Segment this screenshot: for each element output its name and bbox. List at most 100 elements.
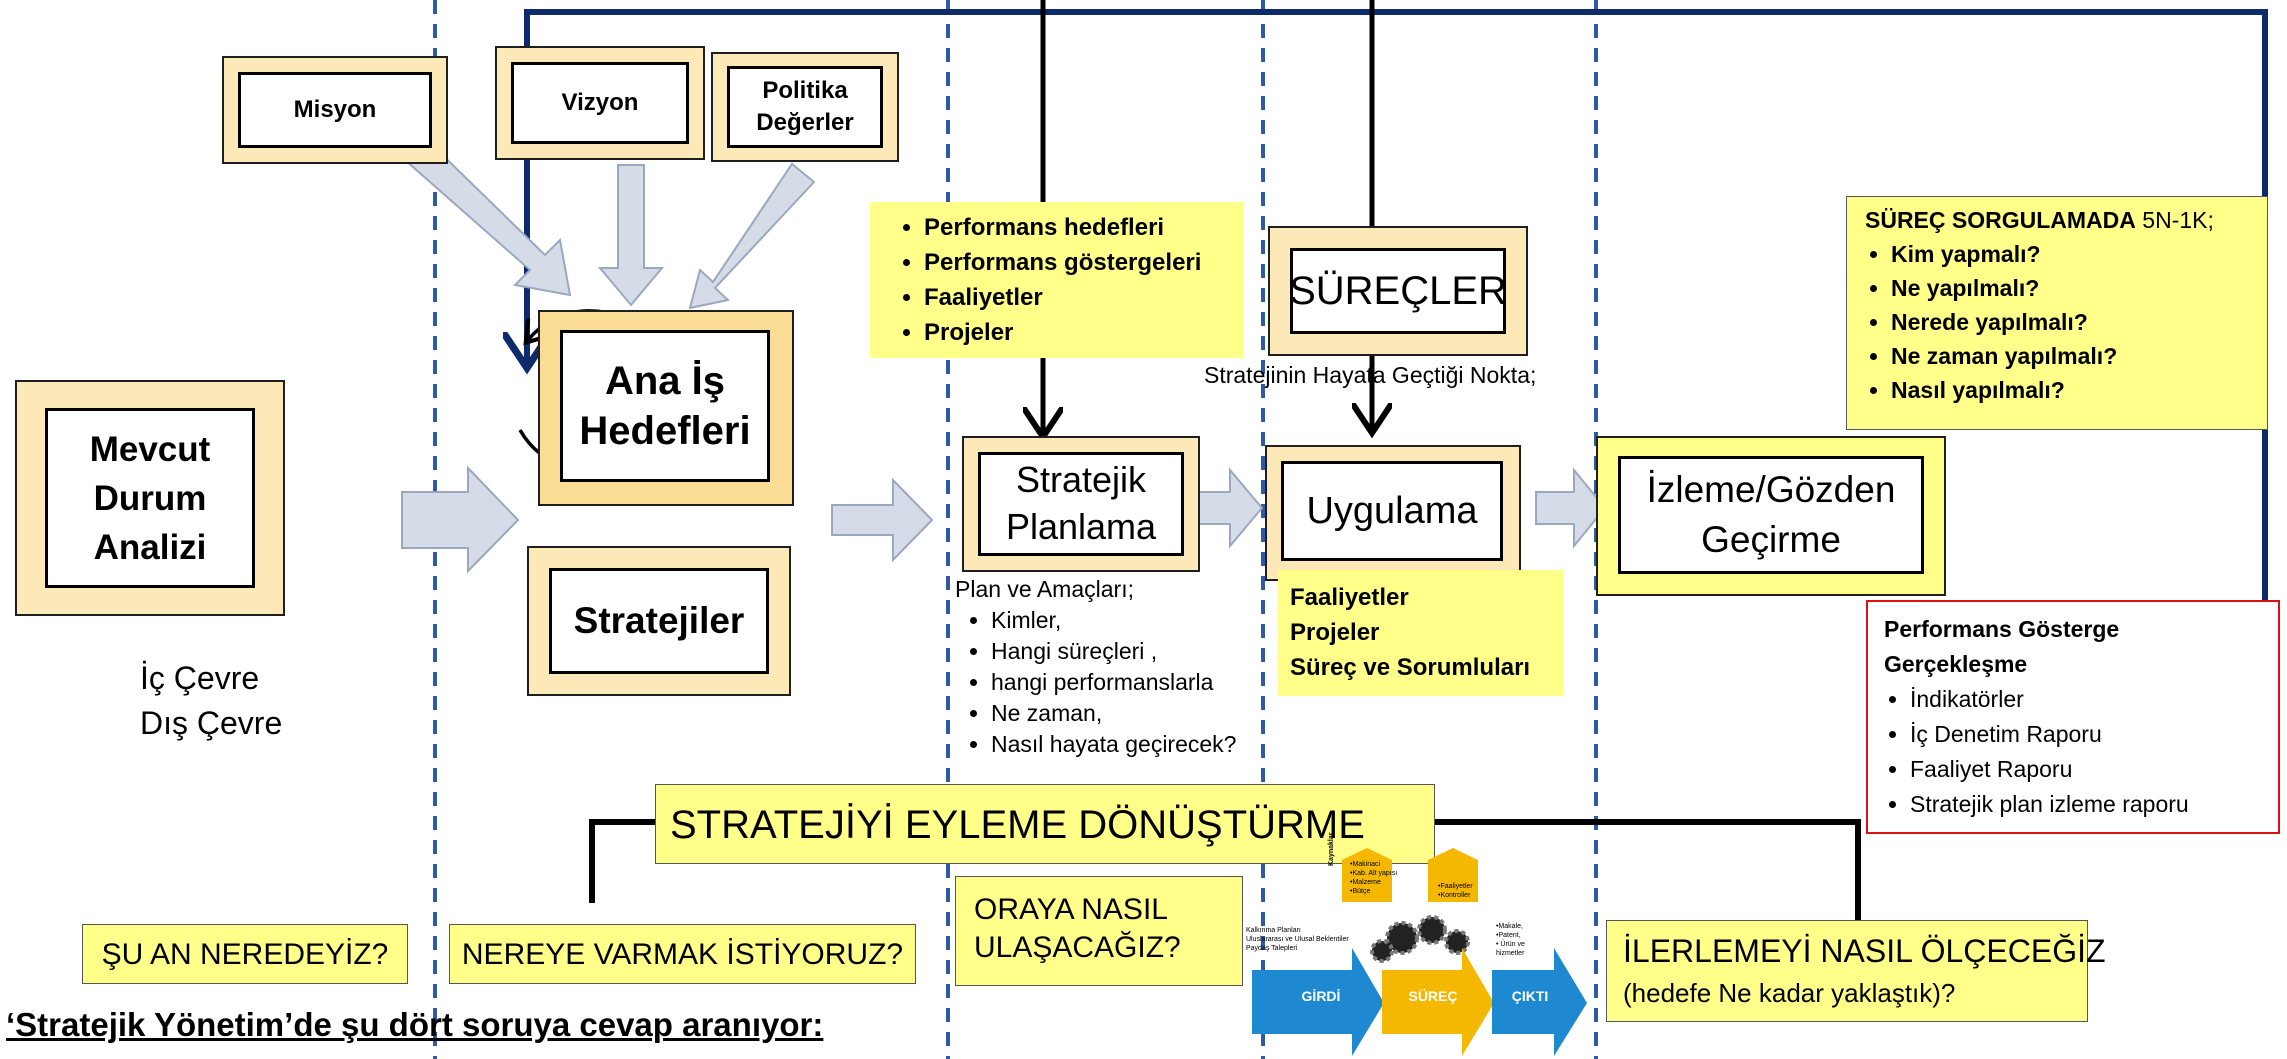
inquiry-item: Kim yapmalı? [1891, 237, 2267, 271]
performance-item: Performans göstergeleri [924, 245, 1244, 280]
plan-item: hangi performanslarla [991, 667, 1236, 698]
performance-item: Projeler [924, 315, 1244, 350]
impl-item: Süreç ve Sorumluları [1290, 654, 1531, 681]
vision-label: Vizyon [511, 62, 689, 144]
indicators-box: Performans Gösterge Gerçekleşme İndikatö… [1866, 600, 2280, 834]
monitoring-box: İzleme/Gözden Geçirme [1596, 436, 1946, 596]
gear-icon [1417, 915, 1447, 945]
process-inquiry-box: SÜREÇ SORGULAMADA 5N-1K; Kim yapmalı? Ne… [1846, 196, 2268, 430]
indicator-item: İç Denetim Raporu [1910, 717, 2278, 752]
question-measure: İLERLEMEYİ NASIL ÖLÇECEĞİZ (hedefe Ne ka… [1606, 920, 2106, 1022]
vision-box: Vizyon [495, 46, 705, 160]
environment-internal: İç Çevre [140, 660, 260, 696]
process-graphic: GİRDİ SÜREÇ ÇIKTI •Makinaci •Kab. Alt ya… [1242, 833, 1592, 1058]
current-state-label: Mevcut Durum Analizi [45, 408, 255, 588]
gear-icon [1444, 929, 1470, 955]
question-how-line2: ULAŞACAĞIZ? [974, 931, 1181, 964]
output-note-line: hizmetler [1496, 950, 1525, 957]
resources-items: •Makinaci •Kab. Alt yapısı •Malzeme •Büt… [1350, 860, 1397, 896]
bottom-title: ‘Stratejik Yönetim’de şu dört soruya cev… [6, 1006, 824, 1043]
question-how: ORAYA NASIL ULAŞACAĞIZ? [955, 876, 1243, 986]
plan-item: Kimler, [991, 605, 1236, 636]
inquiry-item: Ne zaman yapılmalı? [1891, 339, 2267, 373]
block-arrow-to-impl [1192, 467, 1264, 549]
mission-box: Misyon [222, 56, 448, 164]
processes-box: SÜREÇLER [1268, 226, 1528, 356]
controls-arrow [1428, 848, 1478, 902]
implementation-list-box: Faaliyetler Projeler Süreç ve Sorumlular… [1278, 570, 1564, 696]
monitoring-label: İzleme/Gözden Geçirme [1618, 456, 1924, 574]
indicators-title-2: Gerçekleşme [1884, 651, 2028, 677]
performance-item: Faaliyetler [924, 280, 1244, 315]
impl-item: Faaliyetler [1290, 584, 1409, 611]
output-label: ÇIKTI [1511, 988, 1549, 1004]
inquiry-title: SÜREÇ SORGULAMADA [1865, 207, 2136, 233]
block-arrow-vision [597, 164, 665, 307]
resources-label: Kaynaklar [1328, 832, 1335, 866]
gear-icon [1370, 939, 1394, 963]
processes-label: SÜREÇLER [1289, 248, 1507, 334]
question-measure-line2: (hedefe Ne kadar yaklaştık)? [1623, 978, 1956, 1008]
plan-item: Nasıl hayata geçirecek? [991, 729, 1236, 760]
controls-item: •Kontroller [1438, 892, 1471, 899]
main-goals-label: Ana İş Hedefleri [560, 330, 770, 482]
block-arrow-policy [688, 162, 816, 310]
impl-item: Projeler [1290, 619, 1380, 646]
plan-title: Plan ve Amaçları; [955, 576, 1134, 602]
strategy-point-text: Stratejinin Hayata Geçtiği Nokta; [1204, 362, 1537, 388]
input-arrow [1252, 948, 1384, 1056]
plan-list: Plan ve Amaçları; Kimler, Hangi süreçler… [955, 574, 1236, 760]
resources-item: •Malzeme [1350, 879, 1381, 886]
output-note-line: •Makale, [1496, 923, 1523, 930]
mission-label: Misyon [238, 72, 432, 148]
strategic-planning-label: Stratejik Planlama [978, 452, 1184, 556]
output-note-line: • Ürün ve [1496, 941, 1525, 948]
indicators-title-1: Performans Gösterge [1884, 616, 2120, 642]
block-arrow-current [401, 465, 520, 574]
inquiry-title-suffix: 5N-1K; [2135, 207, 2214, 233]
implementation-box: Uygulama [1265, 445, 1521, 581]
resources-item: •Makinaci [1350, 861, 1381, 868]
plan-item: Ne zaman, [991, 698, 1236, 729]
resources-item: •Kab. Alt yapısı [1350, 870, 1398, 877]
process-graphic-shapes [1252, 848, 1587, 1056]
controls-item: •Faaliyetler [1438, 883, 1473, 890]
inquiry-item: Ne yapılmalı? [1891, 271, 2267, 305]
indicator-item: Stratejik plan izleme raporu [1910, 787, 2278, 822]
environment-external: Dış Çevre [140, 705, 283, 741]
resources-arrow [1342, 848, 1392, 902]
strategies-label: Stratejiler [549, 568, 769, 674]
inquiry-item: Nasıl yapılmalı? [1891, 373, 2267, 407]
indicator-item: İndikatörler [1910, 682, 2278, 717]
performance-item: Performans hedefleri [924, 210, 1244, 245]
process-label: SÜREÇ [1408, 988, 1458, 1004]
process-arrow [1382, 948, 1494, 1056]
block-arrow-to-monitor [1535, 467, 1607, 549]
output-arrow [1492, 948, 1587, 1056]
inquiry-item: Nerede yapılmalı? [1891, 305, 2267, 339]
input-note-line: Uluslararası ve Ulusal Beklentiler [1246, 936, 1349, 943]
output-note-line: •Patent, [1496, 932, 1521, 939]
performance-list-box: Performans hedefleri Performans gösterge… [870, 202, 1244, 358]
controls-items: •Faaliyetler •Kontroller [1438, 882, 1473, 900]
policy-box: Politika Değerler [711, 52, 899, 162]
block-arrow-to-planning [831, 477, 934, 563]
question-how-line1: ORAYA NASIL [974, 893, 1168, 926]
strategies-box: Stratejiler [527, 546, 791, 696]
policy-label: Politika Değerler [727, 66, 883, 148]
plan-item: Hangi süreçleri , [991, 636, 1236, 667]
output-note: •Makale, •Patent, • Ürün ve hizmetler [1496, 922, 1525, 958]
input-note-line: Kalkınma Planları [1246, 927, 1301, 934]
current-state-box: Mevcut Durum Analizi [15, 380, 285, 616]
main-goals-box: Ana İş Hedefleri [538, 310, 794, 506]
banner: STRATEJİYİ EYLEME DÖNÜŞTÜRME [655, 784, 1435, 864]
gear-icon [1385, 921, 1419, 955]
implementation-label: Uygulama [1281, 461, 1503, 561]
input-note-line: Paydaş Talepleri [1246, 945, 1298, 952]
resources-item: •Bütçe [1350, 888, 1371, 895]
question-measure-line1: İLERLEMEYİ NASIL ÖLÇECEĞİZ [1623, 933, 2106, 969]
question-now: ŞU AN NEREDEYİZ? [82, 924, 408, 984]
strategic-planning-box: Stratejik Planlama [962, 436, 1200, 572]
environment-text: İç Çevre Dış Çevre [140, 656, 282, 746]
question-where: NEREYE VARMAK İSTİYORUZ? [449, 924, 916, 984]
